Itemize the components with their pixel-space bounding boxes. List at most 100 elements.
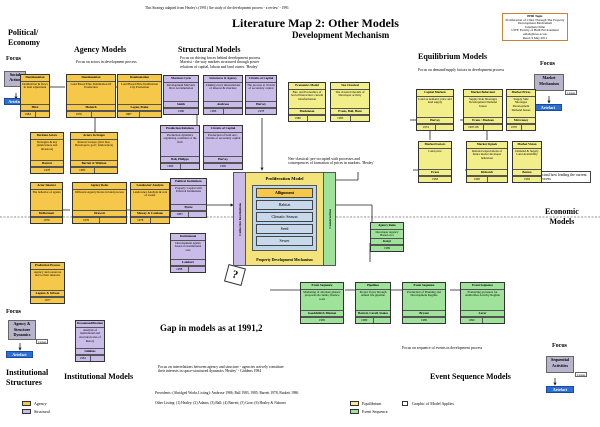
box-author: Harvey: [417, 116, 453, 125]
agency-model-box: Dominanation Domination & flows in land …: [20, 74, 50, 118]
box-body: Marketing of alternate phases: proposals…: [303, 289, 341, 302]
focus-label: Focus: [6, 56, 21, 62]
legend-label-structural: Structural: [34, 409, 50, 414]
center-item: Habitat: [256, 200, 313, 210]
equilibrium-model-box: Market Factors Land price Evans 1983: [418, 141, 452, 183]
box-body: Production dynamics organising condition…: [163, 132, 197, 145]
box-heading: Circuits of Capital: [246, 76, 276, 83]
info-line: Development Mechanism: [518, 21, 552, 26]
box-author: Ambrose: [204, 100, 242, 109]
box-heading: Market Signals: [467, 142, 507, 149]
center-item: Allignment: [256, 188, 313, 198]
box-author: Maclennan: [289, 107, 325, 116]
section-agency: Agency Models: [74, 45, 127, 54]
box-year: 1974: [422, 124, 429, 129]
structural-model-box: Circuits of Capital Production of built …: [203, 125, 243, 170]
box-year: 1976: [82, 217, 90, 222]
box-heading: Economics Model: [289, 83, 325, 90]
proliferation-footer: Property Development Mechanism: [256, 257, 313, 262]
caption-event-sequence: Focus on sequence of events in developme…: [402, 346, 483, 350]
box-body: Bus. and Economics of Social Interaction…: [290, 89, 324, 102]
box-heading: Institutional: [171, 234, 205, 241]
box-author: McDermott: [31, 209, 62, 218]
box-body: Land Based Elite Domination Of Productio…: [70, 81, 112, 90]
legend-swatch-agency: [22, 401, 31, 406]
agency-model-box: Actor Interest The behavior of agents Mc…: [30, 182, 63, 224]
center-item: Seed: [256, 224, 313, 234]
box-author: Evans: [419, 168, 451, 177]
box-body: Production of Planning and Development R…: [407, 289, 441, 298]
artifact-box: Artefact: [534, 104, 562, 111]
legend-label-event: Event Sequence: [362, 409, 388, 414]
box-year: 1978: [137, 217, 144, 222]
caption-equilibrium: Focus on demand/supply factors in develo…: [418, 68, 505, 72]
box-heading: Capital Markets: [417, 90, 453, 97]
box-body: Domination & flows in land adjustment: [22, 81, 48, 90]
box-body: Linking every interrelations of interest…: [205, 82, 241, 91]
box-body: Evaluating pressures for Authorities Act…: [464, 289, 501, 298]
box-heading: Event Sequence: [403, 283, 445, 290]
section-equilibrium: Equilibrium Models: [418, 52, 488, 61]
box-author: Logan, Peake: [118, 103, 161, 112]
agency-model-box: Landowner Analysis Landowner Analysis & …: [130, 182, 170, 224]
box-heading: Market Factors: [419, 142, 451, 149]
box-heading: Production Relations: [161, 126, 199, 133]
box-author: Lever: [461, 309, 504, 318]
box-author: Bryant: [403, 309, 445, 318]
box-year: 1978: [257, 108, 265, 113]
box-year: 1985: [219, 163, 227, 168]
focus-sequential-activities: Sequential Activities: [546, 356, 574, 373]
box-body: The classical models of Developer activi…: [335, 89, 365, 98]
cause-label: Causes: [36, 339, 48, 344]
structural-model-box: Marxian Cycle Development Marxian; Over …: [163, 75, 199, 115]
section-event-sequence: Event Sequence Models: [430, 372, 511, 381]
box-body: Land as demand; price and land supply: [418, 96, 452, 105]
structural-model-box: Circuits of Capital The process at circu…: [245, 75, 277, 115]
box-year: 1987-88: [468, 124, 479, 129]
box-heading: Market Behaviour: [464, 90, 502, 97]
structural-model-box: Structures & Agency Linking every interr…: [203, 75, 243, 115]
info-line: email@uwe.ac.uk: [523, 31, 547, 36]
box-author: Goodchild & Munton: [301, 309, 343, 318]
references-precedents: Precedents: (Abridged Works Listing): Am…: [155, 391, 299, 395]
box-heading: Landowner Analysis: [131, 183, 169, 190]
artifact-box: Artefact: [6, 351, 33, 358]
box-year: 1998: [473, 176, 480, 181]
box-body: Development agents based on institutiona…: [174, 240, 202, 253]
box-body: Agency and resources tied to their inter…: [33, 269, 62, 278]
legend-label-equilibrium: Equilibrium: [362, 401, 382, 406]
focus-market-mechanism: Market Mechanism: [534, 74, 564, 91]
box-body: The behavior of agents: [32, 189, 61, 194]
focus-label: Focus: [552, 343, 567, 349]
box-heading: Market Vision: [513, 142, 541, 149]
box-heading: Political Institutions: [171, 179, 206, 186]
legend-swatch-event: [350, 409, 359, 414]
top-note: This Strategy adapted from Healey's (199…: [145, 6, 289, 10]
box-author: Evans / Maclean: [464, 116, 502, 125]
box-year: 1986: [294, 115, 301, 120]
agency-model-box: Agency Roles Different Agency Roles in l…: [72, 182, 127, 224]
section-structural: Structural Models: [178, 45, 241, 54]
box-author: Molotch: [67, 103, 115, 112]
box-heading: Decision Actors: [31, 133, 63, 140]
box-heading: Dominanation: [67, 75, 115, 82]
agency-model-box: Dominanation Land Based Elite Domination…: [66, 74, 116, 118]
box-body: Rational expectations of future model de…: [471, 148, 503, 161]
box-author: Barrett, Cavell, Stokes: [356, 309, 390, 318]
box-author: Richards: [467, 168, 507, 177]
box-body: Different Agency Roles in land process: [75, 189, 124, 194]
box-year: 1986: [177, 108, 185, 113]
box-author: Barnes: [513, 168, 541, 177]
box-heading: Circuits of Capital: [204, 126, 242, 133]
section-economic: Economic Models: [545, 207, 579, 226]
box-year: 1983: [176, 211, 183, 216]
neo-classical-box: Neo Classical The classical models of De…: [330, 82, 370, 122]
info-line: Read: 9 May 2011: [522, 35, 548, 40]
info-line: UWE Faculty of Built Environment: [511, 28, 559, 33]
box-heading: Agency Roles: [371, 223, 403, 230]
box-body: Demand & Supply Land Availability: [515, 148, 539, 157]
section-political: Political/ Economy: [8, 28, 40, 47]
box-body: Land price: [428, 148, 442, 153]
legend-swatch-equilibrium: [350, 401, 359, 406]
box-heading: Actors In Stages: [71, 133, 117, 140]
